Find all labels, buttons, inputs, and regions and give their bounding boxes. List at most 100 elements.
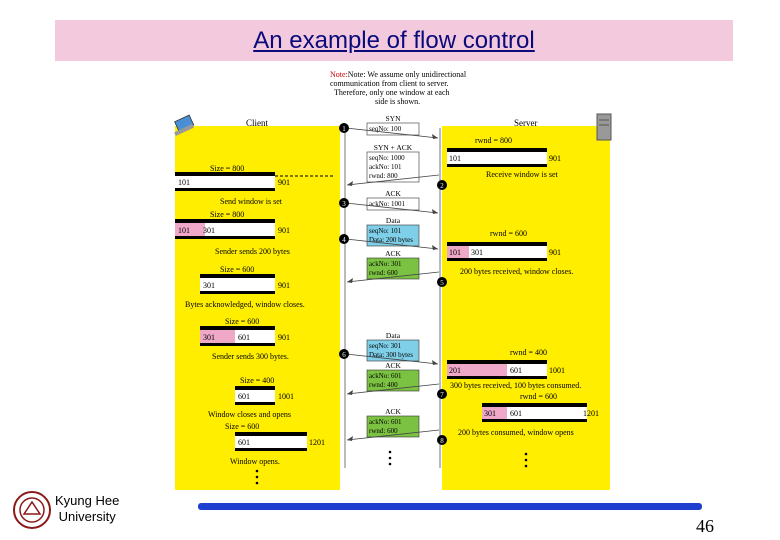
client-size-3: Size = 600	[220, 265, 254, 274]
middle-continuation-dots	[388, 450, 392, 466]
segment-arrow	[346, 383, 440, 395]
segment-field: Data: 200 bytes	[369, 236, 413, 244]
page-number: 46	[696, 516, 714, 536]
client-size-6: Size = 600	[225, 422, 259, 431]
segment-field: ackNo: 101	[369, 163, 402, 171]
university-name: Kyung Hee University	[55, 493, 119, 525]
segment-number-badge	[437, 435, 447, 445]
note-line-2: communication from client to server.	[330, 79, 448, 88]
segment-number: 5	[440, 279, 444, 287]
server-win1-left: 101	[449, 154, 461, 163]
segment-arrowhead	[347, 390, 353, 395]
client-send-set: Send window is set	[220, 197, 283, 206]
segment-head: ACK	[385, 361, 401, 370]
server-rwnd-3: rwnd = 400	[510, 348, 547, 357]
segment-head: SYN + ACK	[374, 143, 413, 152]
client-size-5: Size = 400	[240, 376, 274, 385]
server-panel	[442, 126, 610, 490]
segment-number: 1	[342, 125, 346, 133]
server-win2-b: 301	[471, 248, 483, 257]
segment-box	[366, 151, 420, 183]
server-win3-right: 1001	[549, 366, 565, 375]
segment-field: ackNo: 1001	[369, 200, 405, 208]
segment-head: Data	[386, 216, 401, 225]
laptop-icon	[174, 114, 195, 137]
client-win2-right: 901	[278, 226, 290, 235]
segment-box	[366, 369, 420, 392]
university-seal-icon	[13, 491, 51, 529]
segment-head: ACK	[385, 189, 401, 198]
client-win3-left: 301	[203, 281, 215, 290]
segment-head: SYN	[385, 114, 401, 123]
segment-arrow	[346, 429, 440, 441]
segment-number-badge	[437, 180, 447, 190]
segment-arrowhead	[347, 278, 353, 283]
segment-field: rwnd: 400	[369, 381, 398, 389]
client-win4-right: 901	[278, 333, 290, 342]
segment-number: 7	[440, 391, 444, 399]
segment-number-badge	[339, 123, 349, 133]
server-recv-200: 200 bytes received, window closes.	[460, 267, 573, 276]
flow-control-diagram: Note:Note: We assume only unidirectional…	[174, 70, 612, 490]
client-sender-200: Sender sends 200 bytes	[215, 247, 290, 256]
server-label: Server	[514, 118, 538, 128]
server-win3-b: 601	[510, 366, 522, 375]
server-win1-right: 901	[549, 154, 561, 163]
segment-field: seqNo: 1000	[369, 154, 405, 162]
segment-arrowhead	[347, 436, 353, 441]
segment-number-badge	[339, 349, 349, 359]
server-win4-right: 1201	[583, 409, 599, 418]
client-win4-a: 301	[203, 333, 215, 342]
client-sender-300: Sender sends 300 bytes.	[212, 352, 289, 361]
segment-box	[366, 257, 420, 280]
client-win4-b: 601	[238, 333, 250, 342]
note-line-1: Note:Note: We assume only unidirectional	[330, 70, 467, 79]
client-close-open: Window closes and opens	[208, 410, 291, 419]
segment-field: seqNo: 100	[369, 125, 402, 133]
client-win1-left: 101	[178, 178, 190, 187]
segment-number: 8	[440, 437, 444, 445]
client-ack-close: Bytes acknowledged, window closes.	[185, 300, 305, 309]
segment-arrow	[346, 174, 440, 186]
server-win4-a: 301	[484, 409, 496, 418]
client-win3-right: 901	[278, 281, 290, 290]
segment-box	[366, 339, 420, 362]
segment-field: rwnd: 600	[369, 269, 398, 277]
client-opens: Window opens.	[230, 457, 280, 466]
segment-arrowhead	[432, 360, 438, 365]
client-win1-right: 901	[278, 178, 290, 187]
segment-head: ACK	[385, 407, 401, 416]
segment-arrow	[345, 202, 439, 214]
segment-field: ackNo: 601	[369, 418, 402, 426]
client-win2-a: 101	[178, 226, 190, 235]
server-rwnd-2: rwnd = 600	[490, 229, 527, 238]
segment-field: rwnd: 600	[369, 427, 398, 435]
client-continuation-dots	[255, 469, 259, 485]
segment-box	[366, 224, 420, 247]
segment-arrow	[345, 238, 439, 250]
server-rwnd-4: rwnd = 600	[520, 392, 557, 401]
server-win4-b: 601	[510, 409, 522, 418]
segment-number-badge	[339, 198, 349, 208]
university-line-1: Kyung Hee	[55, 493, 120, 508]
server-consumed: 200 bytes consumed, window opens	[458, 428, 574, 437]
footer-accent-line	[198, 503, 702, 510]
segment-field: Data: 300 bytes	[369, 351, 413, 359]
client-win6-right: 1201	[309, 438, 325, 447]
slide-title: An example of flow control	[253, 27, 535, 54]
client-win2-b: 301	[203, 226, 215, 235]
server-icon	[596, 113, 612, 141]
segment-field: ackNo: 301	[369, 260, 402, 268]
segment-field: seqNo: 301	[369, 342, 402, 350]
client-label: Client	[246, 118, 268, 128]
segment-number: 6	[342, 351, 346, 359]
segment-number-badge	[339, 234, 349, 244]
segment-field: rwnd: 800	[369, 172, 398, 180]
segment-field: ackNo: 601	[369, 372, 402, 380]
segment-number: 3	[342, 200, 346, 208]
